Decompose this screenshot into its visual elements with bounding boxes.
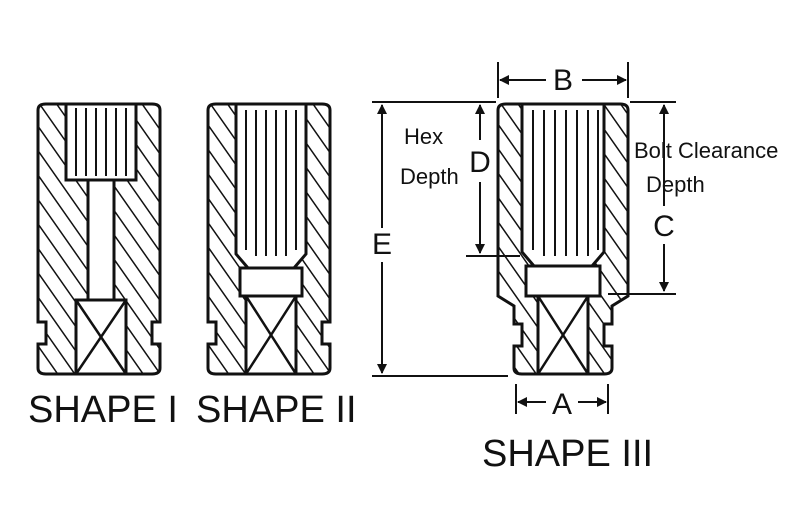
bolt-clearance-label-line1: Bolt Clearance [634,138,778,163]
shape-1-caption: SHAPE I [28,389,178,431]
dimension-label-e: E [372,228,392,261]
bolt-clearance-label-line2: Depth [646,172,705,197]
hex-depth-label-line2: Depth [400,164,459,189]
hex-depth-label-line1: Hex [404,124,443,149]
dimension-label-b: B [553,64,573,97]
shape-3-socket [496,102,630,376]
shape-1-socket [36,102,162,376]
shape-2-socket [206,102,332,376]
dimension-label-d: D [469,146,491,179]
dimension-label-a: A [552,388,572,421]
shape-2-caption: SHAPE II [196,389,357,431]
shape-3-caption: SHAPE III [482,433,653,475]
dimension-label-c: C [653,210,675,243]
dimension-lines [372,62,676,414]
